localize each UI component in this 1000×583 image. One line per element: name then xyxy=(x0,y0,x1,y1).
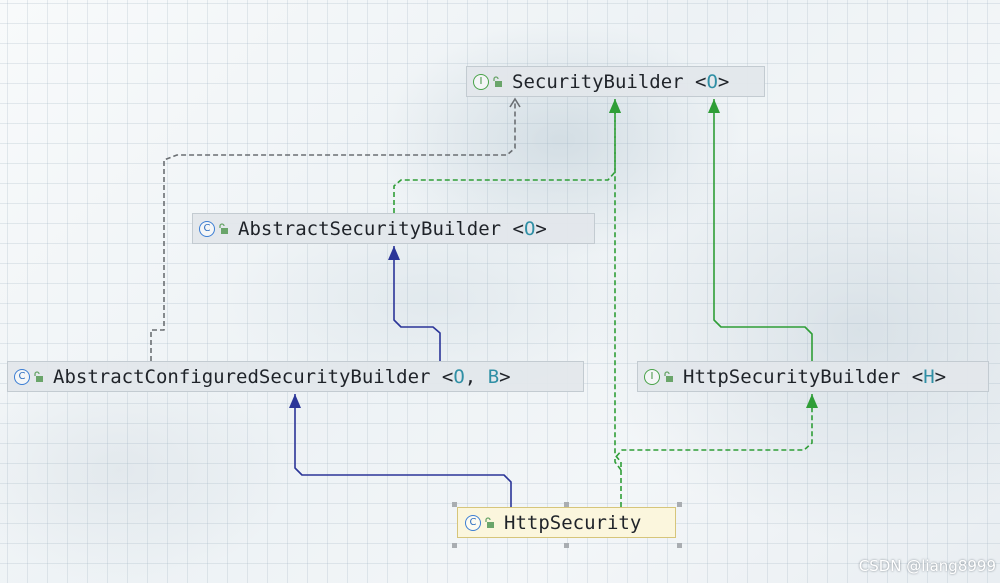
selection-handle[interactable] xyxy=(677,502,682,507)
edge-line xyxy=(393,246,441,361)
watermark: CSDN @liang8999 xyxy=(858,557,996,575)
selection-handle[interactable] xyxy=(564,543,569,548)
edge-http-security-builder-extends-security-builder xyxy=(708,99,813,361)
class-icon: C xyxy=(465,514,481,531)
edge-arrowhead xyxy=(388,246,400,260)
edge-http-security-implements-security-builder xyxy=(609,99,622,507)
class-icon: C xyxy=(14,368,30,385)
node-http-security-builder[interactable]: I HttpSecurityBuilder <H> xyxy=(637,361,989,392)
edge-http-security-extends-abstract-configured xyxy=(289,394,512,507)
unlock-icon xyxy=(493,75,502,87)
node-name: AbstractSecurityBuilder xyxy=(238,217,502,240)
node-abstract-security-builder[interactable]: C AbstractSecurityBuilder <O> xyxy=(192,213,595,244)
node-http-security[interactable]: C HttpSecurity xyxy=(457,507,676,538)
edge-arrowhead xyxy=(806,394,818,408)
selection-handle[interactable] xyxy=(564,502,569,507)
edge-arrowhead xyxy=(609,99,621,113)
type-parameters: <O, B> xyxy=(441,365,511,388)
edge-abstract-configured-extends-abstract-security-builder xyxy=(388,246,441,361)
node-name: HttpSecurity xyxy=(504,511,642,534)
selection-handle[interactable] xyxy=(677,543,682,548)
edge-arrowhead xyxy=(509,97,521,108)
type-parameters: <O> xyxy=(694,70,730,93)
edge-line xyxy=(614,394,813,471)
selection-handle[interactable] xyxy=(452,502,457,507)
edge-line xyxy=(713,99,813,361)
unlock-icon xyxy=(34,370,43,382)
edge-abstract-configured-implements-security-builder xyxy=(150,97,521,361)
edge-arrowhead xyxy=(708,99,720,113)
class-icon: C xyxy=(199,220,215,237)
edge-http-security-implements-http-security-builder xyxy=(614,394,818,471)
selection-handle[interactable] xyxy=(452,543,457,548)
unlock-icon xyxy=(219,222,228,234)
interface-icon: I xyxy=(473,73,489,90)
edge-line xyxy=(294,394,512,507)
edge-arrowhead xyxy=(289,394,301,408)
node-security-builder[interactable]: I SecurityBuilder <O> xyxy=(466,66,765,97)
type-parameters: <H> xyxy=(911,365,947,388)
edge-abstract-security-builder-implements-security-builder xyxy=(393,99,621,213)
interface-icon: I xyxy=(644,368,660,385)
unlock-icon xyxy=(485,516,494,528)
edge-line xyxy=(150,99,516,361)
node-name: SecurityBuilder xyxy=(512,70,684,93)
unlock-icon xyxy=(664,370,673,382)
node-abstract-configured-security-builder[interactable]: C AbstractConfiguredSecurityBuilder <O, … xyxy=(7,361,584,392)
edge-line xyxy=(393,99,616,213)
node-name: HttpSecurityBuilder xyxy=(683,365,901,388)
node-name: AbstractConfiguredSecurityBuilder xyxy=(53,365,431,388)
edge-line xyxy=(614,99,622,507)
type-parameters: <O> xyxy=(512,217,547,240)
